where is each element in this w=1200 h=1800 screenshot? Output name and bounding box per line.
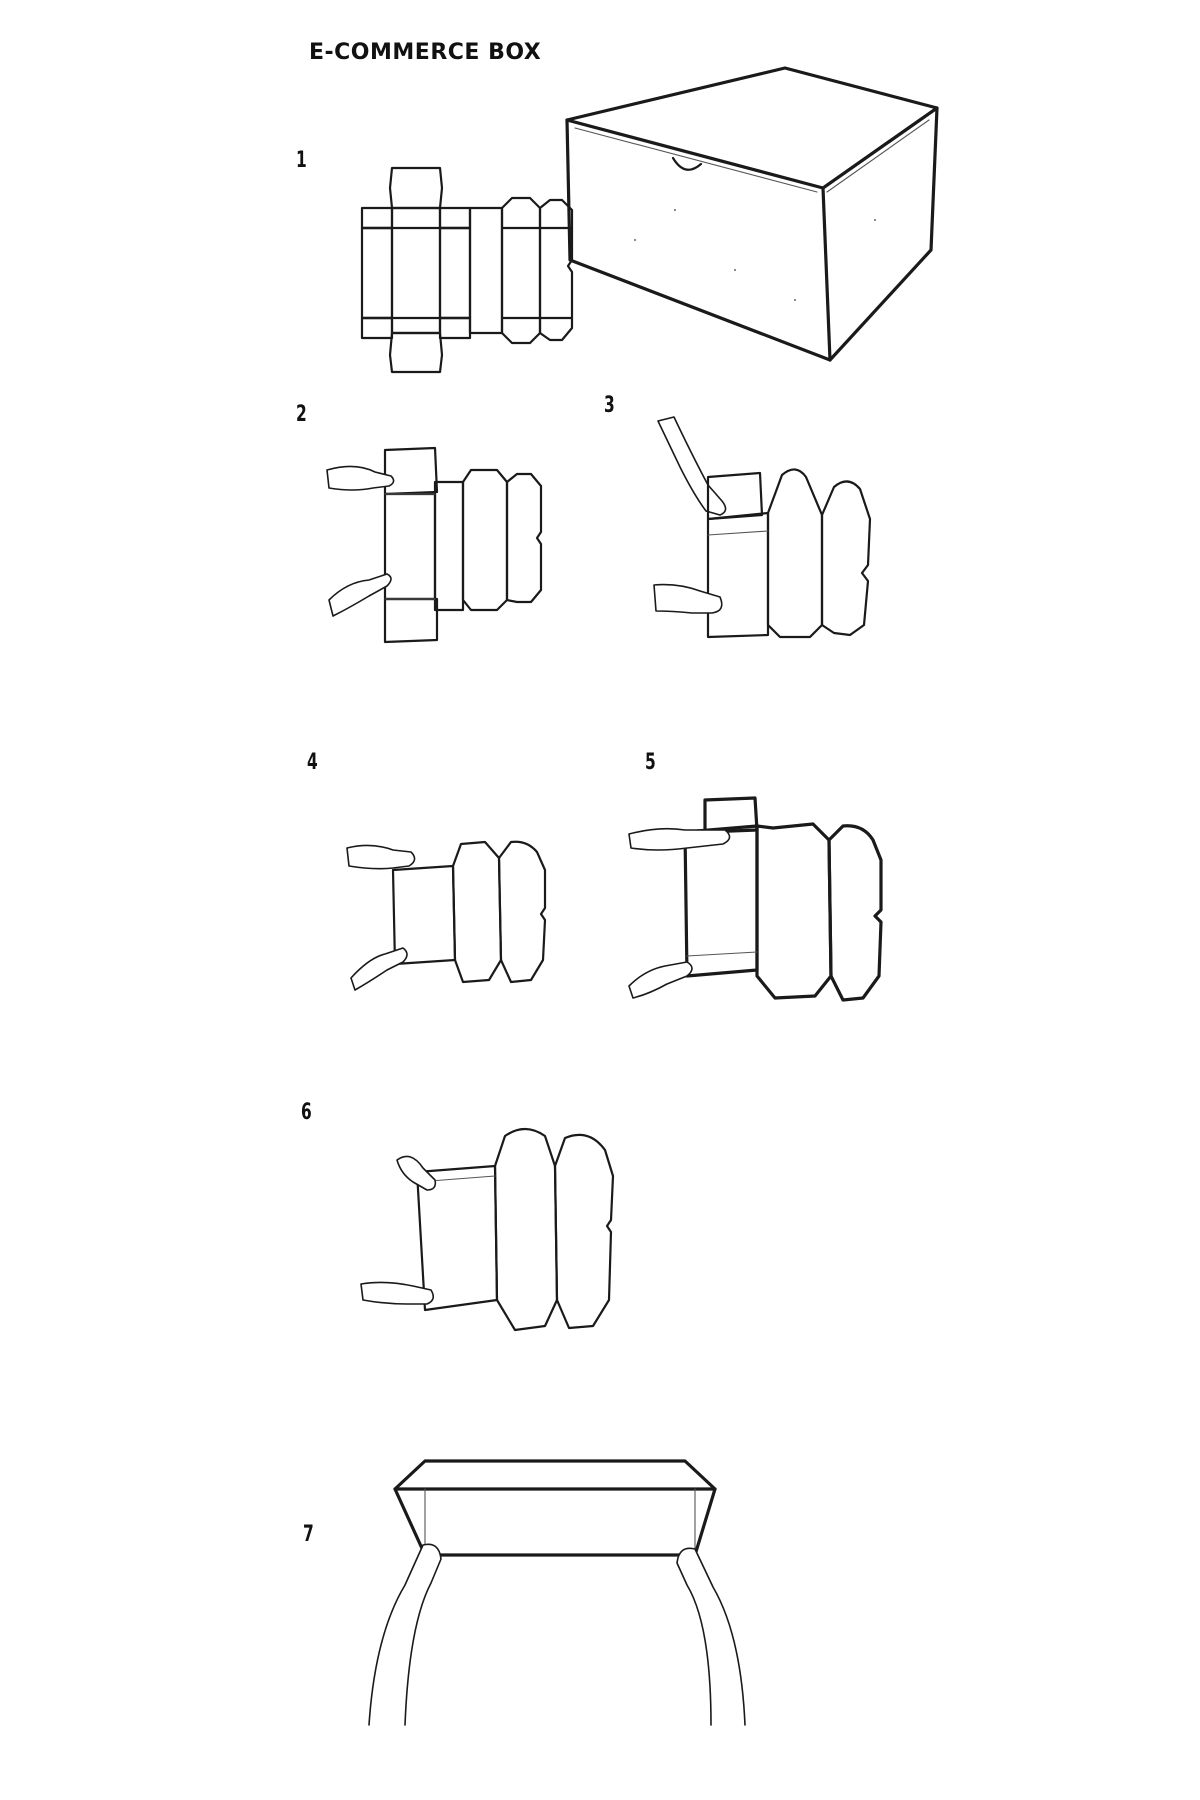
step-5-illustration	[628, 796, 883, 1002]
step-6-illustration	[360, 1127, 615, 1332]
step-4-illustration	[346, 840, 547, 991]
step-number-5: 5	[645, 750, 656, 775]
step-number-4: 4	[307, 750, 318, 775]
step-number-7: 7	[303, 1522, 314, 1547]
page-title: E-COMMERCE BOX	[309, 40, 542, 65]
step-2-illustration	[326, 446, 543, 644]
step-3-illustration	[653, 416, 872, 639]
step-number-6: 6	[301, 1100, 312, 1125]
step-number-2: 2	[296, 402, 307, 427]
step-1-assembled-box	[565, 66, 939, 362]
step-number-1: 1	[296, 148, 307, 173]
step-number-3: 3	[604, 393, 615, 418]
step-7-illustration	[368, 1459, 746, 1726]
step-1-flat-template	[360, 166, 574, 374]
